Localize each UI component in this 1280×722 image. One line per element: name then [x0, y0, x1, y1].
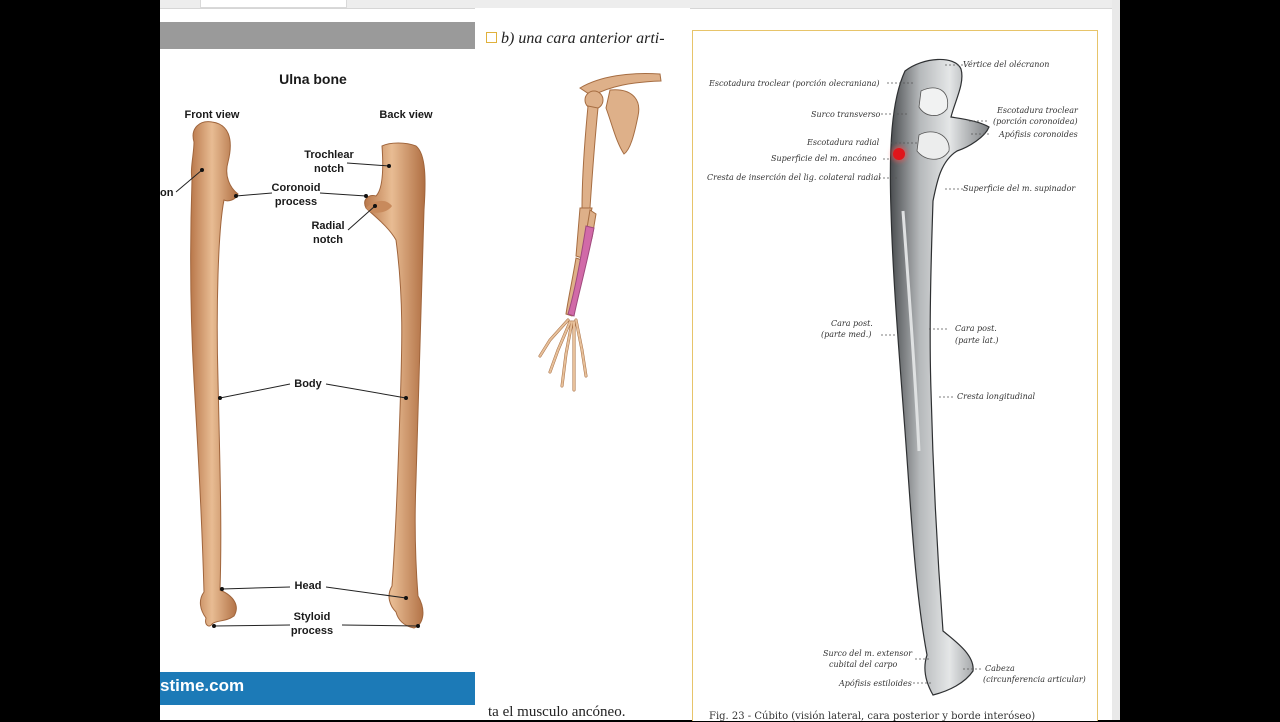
- label-cresta-insercion: Cresta de inserción del lig. colateral r…: [707, 173, 881, 182]
- label-sup-supinador: Superficie del m. supinador: [963, 184, 1076, 193]
- front-view-heading: Front view: [184, 109, 240, 121]
- label-surco-ext-2: cubital del carpo: [829, 660, 898, 669]
- label-cara-post-lat: Cara post.: [955, 324, 997, 333]
- label-esc-troclear-olec: Escotadura troclear (porción olecraniana…: [709, 79, 880, 88]
- coronoid-process-label: Coronoid process: [271, 182, 321, 208]
- back-view-ulna: [364, 142, 426, 629]
- pointer-cursor-icon: [893, 148, 905, 160]
- body-label: Body: [294, 378, 322, 390]
- label-sup-anconeo: Superficie del m. ancóneo: [771, 154, 877, 163]
- label-surco-ext-1: Surco del m. extensor: [823, 649, 913, 658]
- book-page-strip: [475, 8, 690, 720]
- label-esc-troclear-cor-2: (porción coronoidea): [993, 117, 1078, 126]
- bullet-square-icon: [486, 32, 497, 43]
- styloid-process-label: Styloid process: [290, 611, 334, 637]
- label-cabeza: Cabeza: [985, 664, 1015, 673]
- figure-title: Ulna bone: [279, 71, 347, 87]
- label-cresta-longitudinal: Cresta longitudinal: [957, 392, 1036, 401]
- label-apofisis-coronoides: Apófisis coronoides: [999, 130, 1078, 139]
- back-view-heading: Back view: [379, 109, 433, 121]
- book-text-top: b) una cara anterior arti-: [501, 30, 665, 47]
- viewer-tab[interactable]: [200, 0, 347, 8]
- vertical-scrollbar[interactable]: [1112, 0, 1120, 720]
- head-label: Head: [294, 580, 322, 592]
- label-esc-radial: Escotadura radial: [807, 138, 880, 147]
- clavicle: [579, 73, 662, 97]
- figure-caption: Fig. 23 - Cúbito (visión lateral, cara p…: [709, 711, 1036, 722]
- label-circunferencia: (circunferencia articular): [983, 675, 1086, 684]
- book-text-bottom: ta el musculo ancóneo.: [488, 704, 626, 720]
- book-text-line: b) una cara anterior arti-: [486, 30, 665, 48]
- arm-skeleton-illustration: [538, 73, 662, 392]
- label-esc-troclear-cor-1: Escotadura troclear: [997, 106, 1078, 115]
- ulna-illustration: [175, 121, 426, 629]
- ulna-atlas-drawing: [879, 58, 990, 696]
- front-view-ulna: [190, 121, 239, 627]
- atlas-ulna-shape: [889, 58, 990, 696]
- scapula: [605, 89, 640, 155]
- trochlear-notch-label: Trochlear notch: [304, 149, 354, 175]
- radial-notch-label: Radial notch: [311, 220, 345, 246]
- stock-brand-text: stime.com: [160, 676, 245, 695]
- label-parte-med: (parte med.): [821, 330, 872, 339]
- label-parte-lat: (parte lat.): [955, 336, 999, 345]
- label-vertice-olecranon: Vértice del olécranon: [963, 60, 1050, 69]
- label-cara-post-medial: Cara post.: [831, 319, 873, 328]
- label-surco-transverso: Surco transverso: [811, 110, 881, 119]
- atlas-page: Escotadura troclear (porción olecraniana…: [692, 30, 1098, 722]
- humerus: [581, 105, 599, 209]
- olecranon-label-partial: on: [160, 187, 174, 199]
- ulna-highlight: [567, 225, 595, 317]
- label-apofisis-estiloides: Apófisis estiloides: [839, 679, 912, 688]
- grey-header-bar: [160, 22, 475, 49]
